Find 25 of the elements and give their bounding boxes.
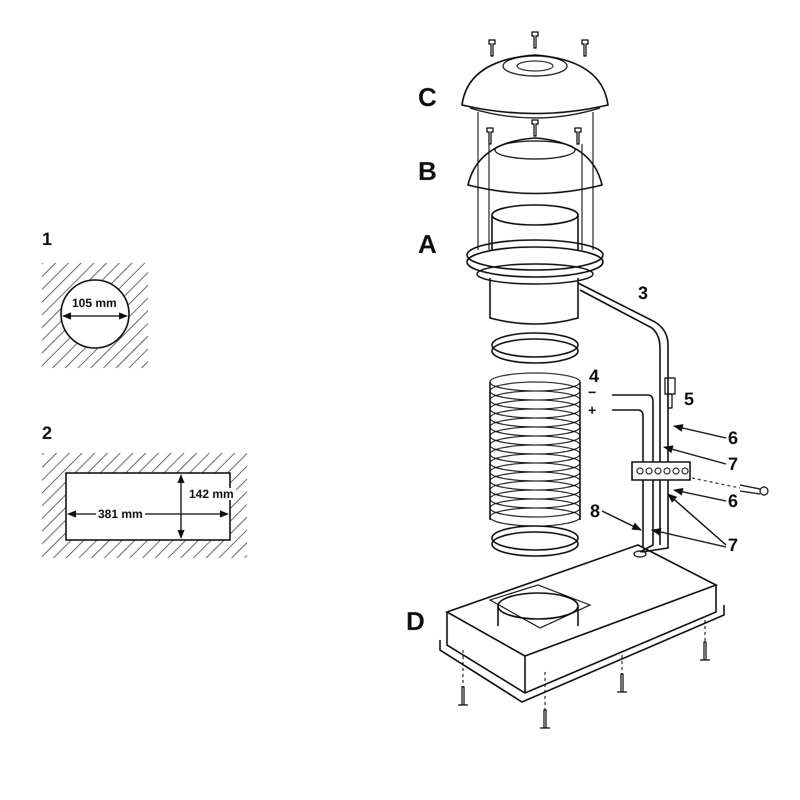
callout-number: 7 bbox=[728, 536, 738, 554]
callout-number: 6 bbox=[728, 492, 738, 510]
leader-line bbox=[673, 424, 726, 439]
callout-number: 1 bbox=[42, 230, 52, 248]
callout-number: 2 bbox=[42, 424, 52, 442]
dimension-text: 142 mm bbox=[187, 488, 236, 500]
callout-number: 3 bbox=[638, 284, 648, 302]
polarity-sign: + bbox=[588, 403, 596, 417]
callout-number: 7 bbox=[728, 455, 738, 473]
dimension-text: 105 mm bbox=[70, 297, 119, 309]
part-letter: D bbox=[406, 608, 425, 634]
part-letter: A bbox=[418, 231, 437, 257]
callout-number: 4 bbox=[589, 367, 600, 385]
polarity-sign: − bbox=[588, 385, 596, 399]
callout-number: 5 bbox=[684, 390, 694, 408]
part-letter: C bbox=[418, 84, 437, 110]
callout-number: 6 bbox=[728, 429, 738, 447]
leader-line bbox=[667, 493, 726, 546]
leader-line bbox=[663, 446, 726, 465]
dimension-text: 381 mm bbox=[96, 508, 145, 520]
leader-line bbox=[651, 528, 726, 548]
leader-line bbox=[673, 488, 726, 502]
callout-number: 8 bbox=[590, 502, 600, 520]
leader-line bbox=[602, 510, 642, 531]
part-letter: B bbox=[418, 158, 437, 184]
